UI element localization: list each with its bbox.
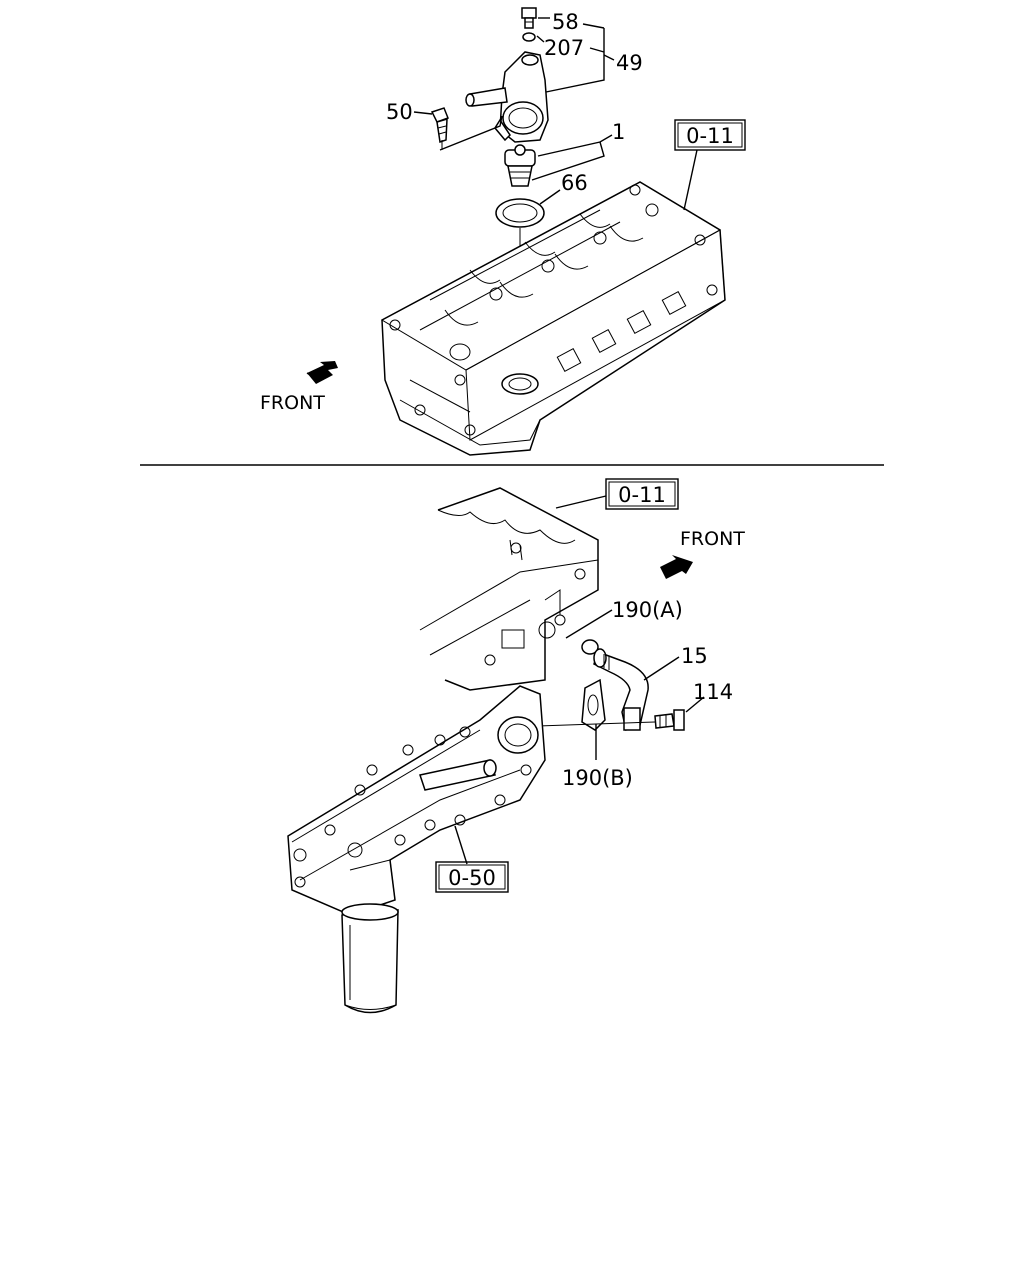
bottom-section: 190(A) 15 114 190(B) 0-11 0-50 FRONT [287,478,745,1014]
ref-box-0-11-top-label: 0-11 [686,124,734,148]
part-oring-190a [581,639,599,655]
leader-66 [539,189,561,205]
callout-190b: 190(B) [562,766,633,790]
part-bolt-50 [430,107,449,143]
leader-1 [531,134,613,181]
front-arrow-top [306,361,338,384]
leader-ref-0-11-bottom [555,495,607,509]
leader-ref-0-11-top [683,149,698,211]
part-thermostat-housing-49 [465,51,549,143]
ref-box-0-11-bottom: 0-11 [605,478,679,510]
front-label-bottom: FRONT [680,528,745,550]
front-label-top: FRONT [260,392,325,414]
part-gasket-190b [581,678,606,731]
oil-cooler-assembly [287,685,546,916]
callout-190a: 190(A) [612,598,683,622]
cylinder-head-drawing [380,181,726,456]
leader-50 [413,111,503,151]
ref-box-0-50: 0-50 [435,861,509,893]
part-gasket-66 [495,198,545,228]
oil-filter [341,903,399,1014]
callout-1: 1 [612,120,625,144]
ref-box-0-11-top: 0-11 [674,119,746,151]
leader-ref-0-50 [454,825,468,865]
callout-50: 50 [386,100,413,124]
callout-49: 49 [616,51,643,75]
part-bolt-114 [654,709,685,731]
leader-15 [643,656,680,681]
cylinder-head-partial [419,487,599,691]
top-section: 58 207 49 50 1 66 0-11 FRONT [260,7,746,456]
part-oring-207 [522,32,536,42]
callout-58: 58 [552,10,579,34]
front-arrow-bottom [660,555,693,579]
part-pipe-15 [593,648,649,731]
ref-box-0-50-label: 0-50 [448,866,496,890]
part-bolt-58 [521,7,537,29]
callout-207: 207 [544,36,584,60]
leaders-58-207-49 [536,17,615,93]
leader-114 [685,696,705,713]
callout-15: 15 [681,644,708,668]
callout-114: 114 [693,680,733,704]
part-thermostat-1 [504,144,536,187]
ref-box-0-11-bottom-label: 0-11 [618,483,666,507]
leader-190a [565,609,613,639]
callout-66: 66 [561,171,588,195]
